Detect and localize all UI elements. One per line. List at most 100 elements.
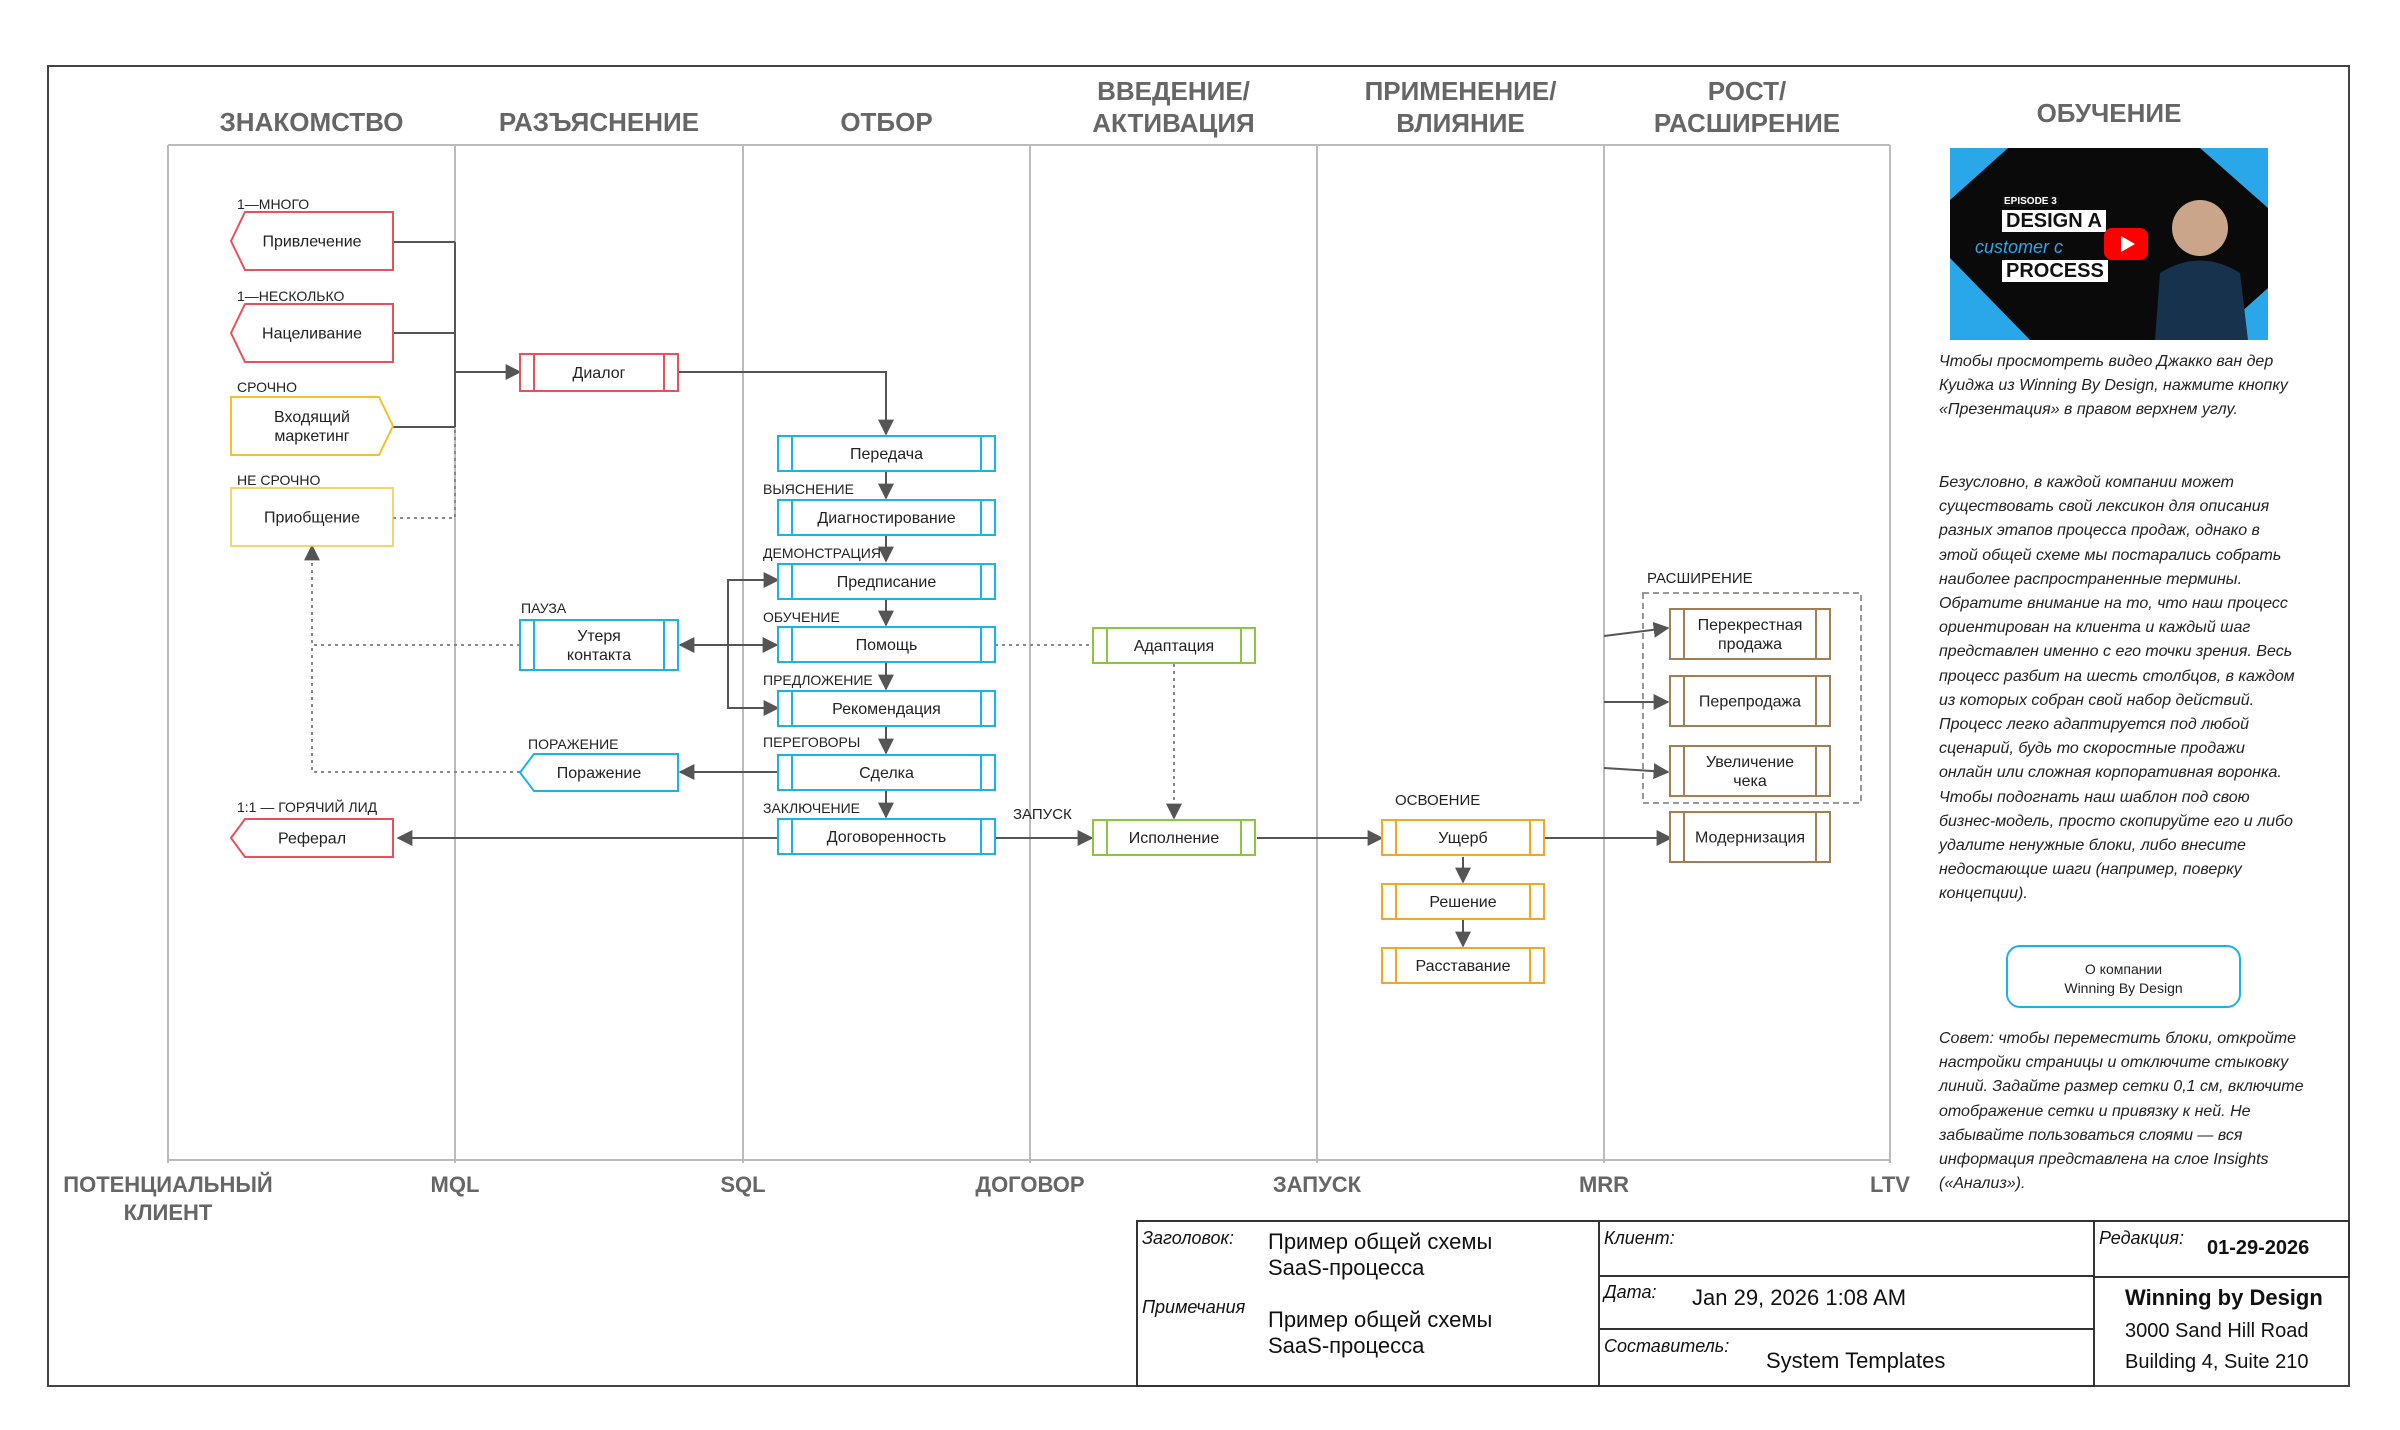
node-inbound[interactable]: Входящий маркетинг (230, 396, 395, 456)
node-label: продажа (1718, 636, 1782, 653)
video-line2: customer c (1975, 237, 2064, 257)
note-proposal: ПРЕДЛОЖЕНИЕ (763, 672, 873, 688)
node-label: Входящий (274, 409, 350, 426)
note-not-urgent: НЕ СРОЧНО (237, 472, 321, 488)
video-line1: DESIGN A (2002, 210, 2106, 232)
title-block-mid-row (1598, 1275, 2095, 1330)
column-title-growth: РОСТ/ РАСШИРЕНИЕ (1653, 76, 1841, 138)
note-adoption: ОСВОЕНИЕ (1395, 792, 1481, 809)
axis-label-sql: SQL (720, 1172, 766, 1197)
node-label: Решение (1429, 894, 1496, 911)
node-modernization[interactable]: Модернизация (1669, 811, 1831, 863)
revision-value: 01-29-2026 (2207, 1237, 2310, 1259)
node-label: маркетинг (274, 428, 349, 445)
node-resolution[interactable]: Решение (1381, 883, 1545, 920)
title-block-mid (1598, 1220, 2095, 1387)
node-attraction[interactable]: Привлечение (229, 211, 394, 271)
column-title-activation: ВВЕДЕНИЕ/ АКТИВАЦИЯ (1092, 76, 1255, 138)
node-label: Диагностирование (817, 510, 955, 527)
about-company-button[interactable]: О компании Winning By Design (2006, 945, 2241, 1008)
title-value: Пример общей схемы SaaS-процесса (1268, 1229, 1493, 1280)
node-label: Договоренность (827, 829, 947, 846)
axis-label-contract: ДОГОВОР (975, 1172, 1085, 1197)
column-title-clarification: РАЗЪЯСНЕНИЕ (498, 107, 700, 137)
grid-lines (167, 144, 1891, 1163)
node-defeat[interactable]: Поражение (518, 753, 679, 792)
node-onboarding-mkt[interactable]: Приобщение (230, 487, 394, 547)
node-label: Реферал (278, 831, 346, 848)
node-label: Диалог (573, 365, 626, 382)
axis-label-launch: ЗАПУСК (1272, 1172, 1362, 1197)
video-thumbnail[interactable]: EPISODE 3 DESIGN A customer c PROCESS (1950, 148, 2268, 340)
node-label: Перепродажа (1699, 694, 1801, 711)
node-referral[interactable]: Реферал (229, 818, 394, 858)
node-lost-contact[interactable]: Утеря контакта (519, 619, 679, 671)
note-hot-lead: 1:1 — ГОРЯЧИЙ ЛИД (237, 799, 378, 815)
node-handoff[interactable]: Передача (777, 435, 996, 472)
node-label: Приобщение (264, 510, 360, 527)
node-label: Привлечение (262, 234, 361, 251)
column-title-acquaintance: ЗНАКОМСТВО (219, 107, 404, 137)
node-label: Адаптация (1134, 638, 1214, 655)
node-deal[interactable]: Сделка (777, 754, 996, 791)
note-negotiations: ПЕРЕГОВОРЫ (763, 734, 861, 750)
sidebar-text-description: Безусловно, в каждой компании может суще… (1939, 474, 2295, 903)
note-discovery: ВЫЯСНЕНИЕ (763, 481, 854, 497)
note-closing: ЗАКЛЮЧЕНИЕ (763, 800, 860, 816)
node-label: Утеря (577, 628, 621, 645)
node-shapes: ПривлечениеНацеливаниеВходящиймаркетингП… (229, 211, 1831, 984)
node-label: Рекомендация (832, 701, 941, 718)
node-recommendation[interactable]: Рекомендация (777, 690, 996, 727)
author-label: Составитель: (1604, 1336, 1730, 1356)
note-demo: ДЕМОНСТРАЦИЯ (763, 545, 881, 561)
revision-label: Редакция: (2099, 1228, 2184, 1248)
note-few: 1—НЕСКОЛЬКО (237, 288, 345, 304)
address-line-2: Building 4, Suite 210 (2125, 1351, 2309, 1373)
address-line-1: 3000 Sand Hill Road (2125, 1320, 2309, 1342)
node-resale[interactable]: Перепродажа (1669, 675, 1831, 727)
node-label: Расставание (1416, 958, 1511, 975)
axis-label-ltv: LTV (1870, 1172, 1910, 1197)
video-line3: PROCESS (2002, 260, 2108, 282)
axis-label-mql: MQL (430, 1172, 480, 1197)
note-expansion: РАСШИРЕНИЕ (1647, 570, 1753, 587)
connectors (304, 241, 1862, 948)
node-label: Исполнение (1129, 830, 1220, 847)
note-defeat: ПОРАЖЕНИЕ (528, 736, 619, 752)
note-urgent: СРОЧНО (237, 379, 298, 395)
note-launch: ЗАПУСК (1013, 806, 1072, 823)
date-label: Дата: (1604, 1282, 1657, 1302)
title-block-right (2093, 1220, 2350, 1278)
note-training: ОБУЧЕНИЕ (763, 609, 840, 625)
node-execution[interactable]: Исполнение (1092, 819, 1256, 856)
node-label: Поражение (557, 765, 642, 782)
node-parting[interactable]: Расставание (1381, 947, 1545, 984)
node-label: Модернизация (1695, 830, 1805, 847)
node-damage[interactable]: Ущерб (1381, 819, 1545, 856)
node-label: Ущерб (1438, 830, 1487, 847)
node-diagnosis[interactable]: Диагностирование (777, 499, 996, 536)
sidebar-text-intro: Чтобы просмотреть видео Джакко ван дер К… (1939, 353, 2288, 419)
column-title-selection: ОТБОР (840, 107, 933, 137)
tip-text: Совет: чтобы переместить блоки, откройте… (1939, 1030, 2304, 1193)
node-targeting[interactable]: Нацеливание (229, 303, 394, 363)
client-label: Клиент: (1604, 1228, 1675, 1248)
node-prescription[interactable]: Предписание (777, 563, 996, 600)
notes-value: Пример общей схемы SaaS-процесса (1268, 1307, 1493, 1358)
node-label: Сделка (859, 765, 914, 782)
node-help[interactable]: Помощь (777, 626, 996, 663)
node-label: Нацеливание (262, 326, 362, 343)
node-adaptation[interactable]: Адаптация (1092, 627, 1256, 664)
node-cross-sell[interactable]: Перекрестная продажа (1669, 608, 1831, 660)
axis-label-prospect: ПОТЕНЦИАЛЬНЫЙ КЛИЕНТ (63, 1172, 273, 1225)
note-many: 1—МНОГО (237, 196, 310, 212)
column-title-impact: ПРИМЕНЕНИЕ/ ВЛИЯНИЕ (1364, 76, 1557, 138)
node-label: Перекрестная (1698, 617, 1803, 634)
play-icon[interactable] (2104, 228, 2148, 260)
node-dialog[interactable]: Диалог (519, 353, 679, 392)
node-label: чека (1733, 773, 1767, 790)
node-agreement[interactable]: Договоренность (777, 818, 996, 855)
node-label: контакта (567, 647, 631, 664)
